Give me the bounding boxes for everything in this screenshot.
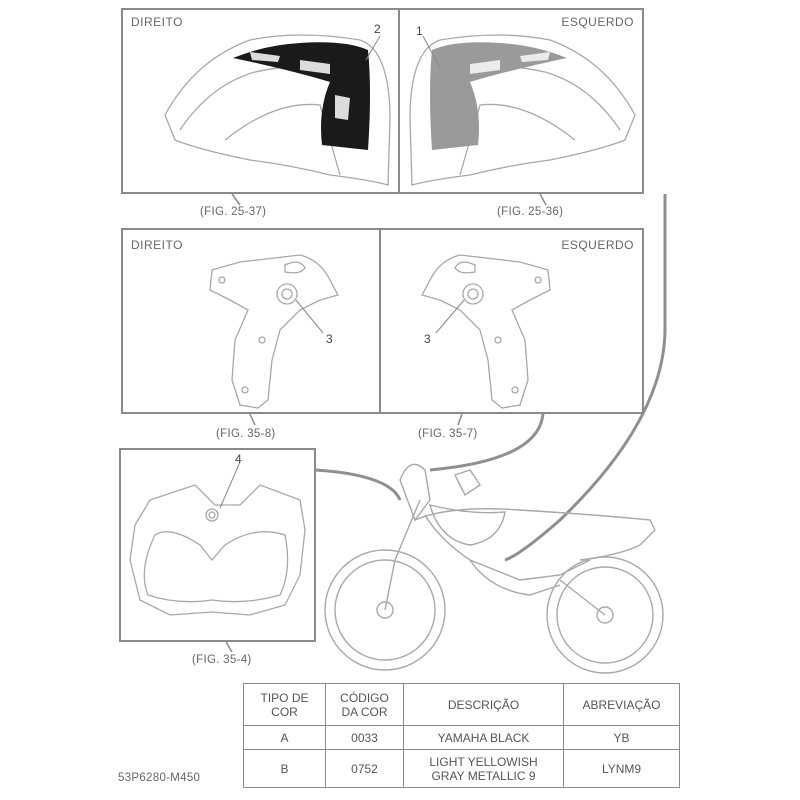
panel-side-label: DIREITO — [131, 15, 183, 29]
table-row: A 0033 YAMAHA BLACK YB — [243, 725, 680, 750]
header-descricao: DESCRIÇÃO — [403, 683, 564, 726]
cell-descricao: YAMAHA BLACK — [403, 725, 564, 750]
callout-1: 1 — [416, 24, 423, 38]
connector-frame — [429, 412, 545, 472]
callout-3-left: 3 — [424, 332, 431, 346]
figref-frame-left: (FIG. 35-7) — [418, 428, 478, 440]
frame-left-panel: ESQUERDO — [379, 228, 644, 414]
figref-tank-right: (FIG. 25-37) — [200, 206, 267, 218]
cell-abreviacao: YB — [563, 725, 680, 750]
panel-side-label: ESQUERDO — [561, 238, 634, 252]
headlight-panel — [119, 448, 316, 642]
connector-lines — [315, 194, 667, 562]
connector-headlight — [315, 468, 402, 501]
panel-side-label: ESQUERDO — [561, 15, 634, 29]
tank-right-panel: DIREITO — [121, 8, 400, 194]
cell-codigo: 0752 — [325, 749, 404, 788]
callout-4: 4 — [235, 452, 242, 466]
callout-2: 2 — [374, 22, 381, 36]
cell-codigo: 0033 — [325, 725, 404, 750]
connector-tank — [504, 194, 667, 562]
figref-leaders — [225, 193, 547, 653]
motorcycle-drawing — [324, 463, 664, 674]
panel-side-label: DIREITO — [131, 238, 183, 252]
figref-frame-right: (FIG. 35-8) — [216, 428, 276, 440]
figref-headlight: (FIG. 35-4) — [192, 654, 252, 666]
header-abreviacao: ABREVIAÇÃO — [563, 683, 680, 726]
cell-abreviacao: LYNM9 — [563, 749, 680, 788]
diagram-code: 53P6280-M450 — [118, 772, 201, 784]
tank-left-panel: ESQUERDO — [398, 8, 644, 194]
cell-tipo: B — [243, 749, 326, 788]
callout-3-right: 3 — [326, 332, 333, 346]
frame-right-panel: DIREITO — [121, 228, 381, 414]
figref-tank-left: (FIG. 25-36) — [497, 206, 564, 218]
cell-tipo: A — [243, 725, 326, 750]
